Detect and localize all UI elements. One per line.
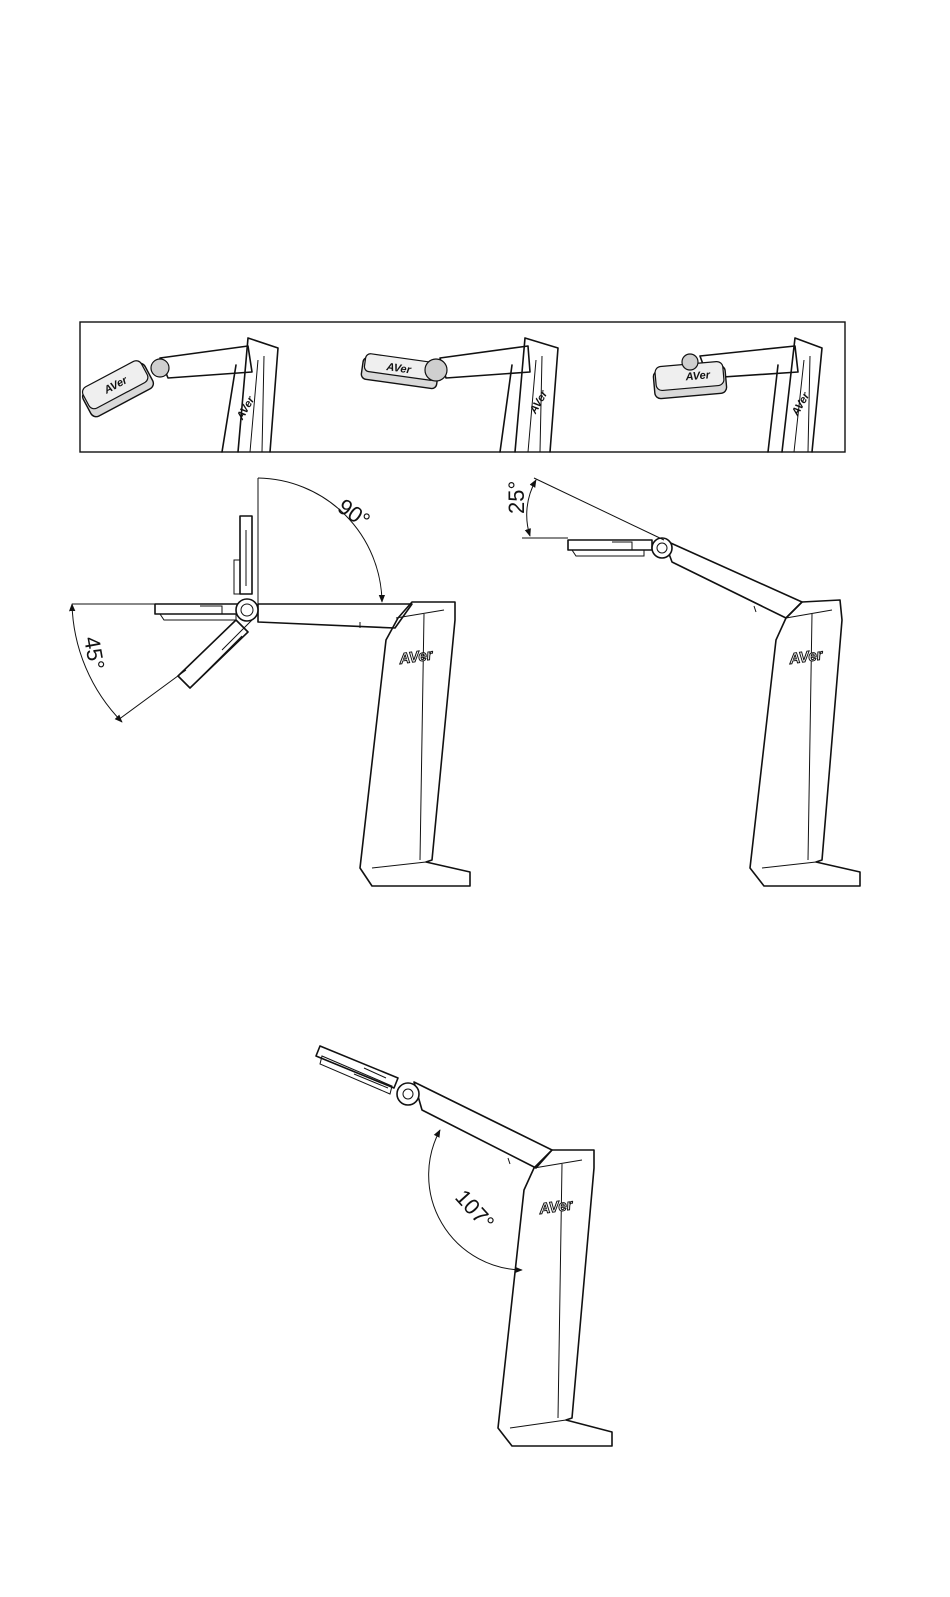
arm-to-stand-figure: AVer 107° (316, 1046, 612, 1446)
stand-body (360, 602, 470, 886)
aver-logo: AVer (787, 646, 825, 668)
angle-label-107: 107° (450, 1185, 499, 1236)
angle-label-90: 90° (333, 494, 375, 534)
stand-body (498, 1150, 612, 1446)
aver-logo: AVer (397, 646, 435, 668)
aver-logo: AVer (537, 1196, 575, 1218)
arm (414, 1082, 552, 1168)
angle-label-45: 45° (79, 635, 109, 672)
camera-head-angled (178, 620, 248, 688)
camera-head-horizontal (568, 540, 652, 550)
arm (258, 604, 412, 628)
aver-logo: AVer (684, 369, 711, 383)
camera-head-angled (316, 1046, 398, 1088)
arm (664, 540, 802, 618)
angle-label-25: 25° (504, 481, 529, 514)
head-tilt-figure: AVer 90° 45° (72, 478, 470, 886)
stand-body (750, 600, 860, 886)
arm-tilt-figure: AVer 25° (504, 478, 860, 886)
head-rotation-photo-strip: AVer AVer AVer AVer (79, 322, 845, 452)
arrowhead-icon (258, 478, 382, 602)
